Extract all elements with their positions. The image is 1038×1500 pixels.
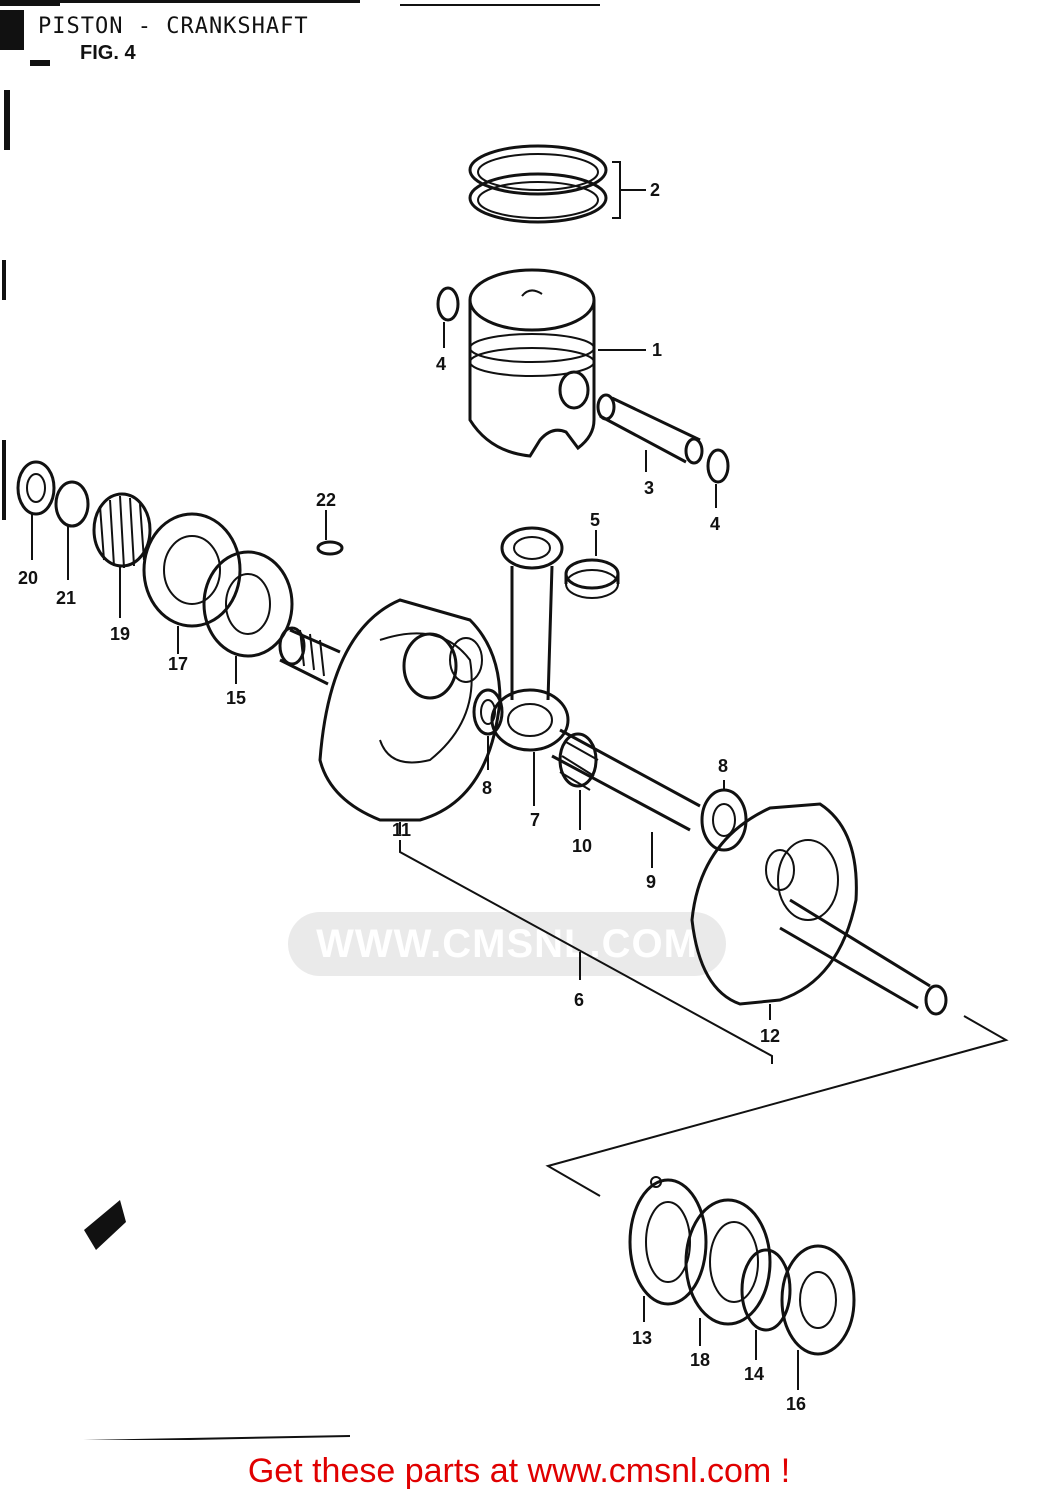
callout-9: 9	[646, 872, 656, 892]
piston-pin	[596, 393, 704, 472]
callout-18: 18	[690, 1350, 710, 1370]
callout-labels: 2 1 4 3 4 22 5 8 8 7 10 11 9 6 12 20 21 …	[18, 180, 806, 1414]
callout-3: 3	[644, 478, 654, 498]
crank-bearing-right	[684, 1198, 772, 1346]
big-end-bearing	[558, 732, 599, 830]
callout-7: 7	[530, 810, 540, 830]
crank-nut	[16, 460, 56, 560]
callout-10: 10	[572, 836, 592, 856]
exploded-view-drawing: 2 1 4 3 4 22 5 8 8 7 10 11 9 6 12 20 21 …	[0, 0, 1009, 1440]
front-direction-arrow-icon	[84, 1200, 126, 1250]
callout-8-right: 8	[718, 756, 728, 776]
primary-drive-gear	[92, 492, 152, 618]
crank-pin	[551, 728, 701, 868]
scan-noise	[0, 0, 600, 520]
footer-promo-text: Get these parts at www.cmsnl.com !	[247, 1452, 791, 1490]
piston-ring-set	[468, 144, 646, 224]
crank-shim	[740, 1248, 792, 1360]
callout-16: 16	[786, 1394, 806, 1414]
crankshaft-right-flywheel	[690, 802, 948, 1020]
callout-21: 21	[56, 588, 76, 608]
crank-oil-seal-left	[202, 550, 294, 684]
figure-number: FIG. 4	[80, 42, 136, 64]
crankcase-bearing-retainer	[628, 1176, 708, 1322]
piston-pin-circlips	[436, 286, 730, 508]
connecting-rod	[490, 526, 570, 806]
diagram-title: PISTON - CRANKSHAFT	[38, 14, 309, 39]
callout-22: 22	[316, 490, 336, 510]
callout-20: 20	[18, 568, 38, 588]
callout-19: 19	[110, 624, 130, 644]
callout-6: 6	[574, 990, 584, 1010]
callout-11: 11	[392, 820, 411, 840]
watermark-banner: WWW.CMSNL.COM	[288, 912, 726, 976]
bearing-group-connector	[545, 1015, 1009, 1197]
small-end-needle-bearing	[564, 530, 620, 599]
callout-14: 14	[744, 1364, 764, 1384]
callout-5: 5	[590, 510, 600, 530]
callout-8-left: 8	[482, 778, 492, 798]
piston	[468, 268, 646, 458]
callout-4-left: 4	[436, 354, 446, 374]
callout-15: 15	[226, 688, 246, 708]
crank-washer	[54, 480, 90, 580]
crankshaft-assembly-bracket	[399, 840, 773, 1064]
callout-1: 1	[652, 340, 662, 360]
callout-12: 12	[760, 1026, 780, 1046]
watermark-text: WWW.CMSNL.COM	[316, 921, 698, 966]
bottom-scan-line	[83, 1435, 351, 1440]
crank-oil-seal-right	[780, 1244, 856, 1390]
crankshaft-left-flywheel	[278, 598, 502, 834]
callout-4-right: 4	[710, 514, 720, 534]
callout-2: 2	[650, 180, 660, 200]
woodruff-key	[316, 510, 344, 556]
callout-13: 13	[632, 1328, 652, 1348]
crank-bearing-left	[142, 512, 242, 654]
callout-17: 17	[168, 654, 188, 674]
